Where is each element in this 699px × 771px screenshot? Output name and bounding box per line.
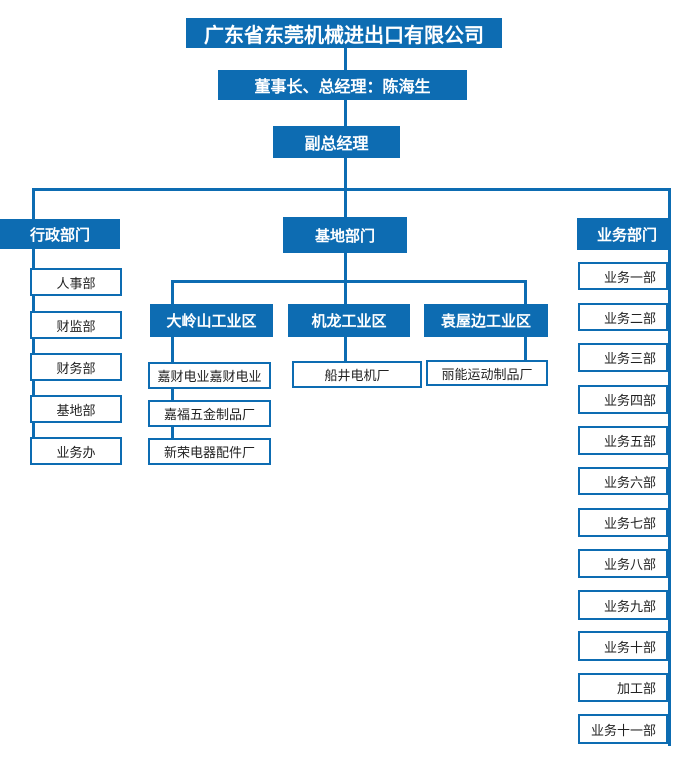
- business-child-node: 业务十部: [578, 631, 668, 661]
- business-child-node: 业务三部: [578, 343, 668, 372]
- chairman-node: 董事长、总经理：陈海生: [218, 70, 467, 100]
- admin-child-node: 基地部: [30, 395, 122, 423]
- zone3-header: 袁屋边工业区: [424, 304, 548, 337]
- zone1-child-node: 新荣电器配件厂: [148, 438, 271, 465]
- business-child-node: 业务五部: [578, 426, 668, 455]
- business-child-node: 业务六部: [578, 467, 668, 495]
- deputy-gm-node: 副总经理: [273, 126, 400, 158]
- business-child-node: 业务一部: [578, 262, 668, 290]
- admin-child-node: 人事部: [30, 268, 122, 296]
- connector-drop-zone1: [171, 283, 174, 304]
- admin-child-node: 财监部: [30, 311, 122, 339]
- connector-drop-zone2: [344, 283, 347, 304]
- business-child-node: 业务十一部: [578, 714, 668, 744]
- zone1-child-node: 嘉财电业嘉财电业: [148, 362, 271, 389]
- connector-business-spine: [668, 188, 671, 746]
- connector-drop-zone3: [524, 283, 527, 304]
- zone3-child-node: 丽能运动制品厂: [426, 360, 548, 386]
- connector-zone2-child: [344, 337, 347, 361]
- connector-drop-admin: [32, 191, 35, 219]
- business-child-node: 加工部: [578, 673, 668, 702]
- zone2-header: 机龙工业区: [288, 304, 410, 337]
- connector-company-chairman: [344, 47, 347, 70]
- zone2-child-node: 船井电机厂: [292, 361, 422, 388]
- connector-drop-base: [344, 191, 347, 217]
- business-child-node: 业务二部: [578, 303, 668, 331]
- business-child-node: 业务八部: [578, 549, 668, 578]
- business-child-node: 业务九部: [578, 590, 668, 620]
- admin-child-node: 业务办: [30, 437, 122, 465]
- connector-chairman-deputy: [344, 99, 347, 126]
- admin-child-node: 财务部: [30, 353, 122, 381]
- zone1-header: 大岭山工业区: [150, 304, 273, 337]
- connector-admin-spine: [32, 249, 35, 439]
- base-dept-header: 基地部门: [283, 217, 407, 253]
- connector-deputy-mainbar: [344, 157, 347, 188]
- connector-zone3-child: [524, 337, 527, 360]
- business-child-node: 业务七部: [578, 508, 668, 537]
- company-node: 广东省东莞机械进出口有限公司: [186, 18, 502, 48]
- admin-dept-header: 行政部门: [0, 219, 120, 249]
- zone1-child-node: 嘉福五金制品厂: [148, 400, 271, 427]
- connector-main-horizontal: [32, 188, 671, 191]
- connector-base-down: [344, 253, 347, 280]
- business-dept-header: 业务部门: [577, 218, 670, 250]
- business-child-node: 业务四部: [578, 385, 668, 414]
- connector-zones-horizontal: [171, 280, 527, 283]
